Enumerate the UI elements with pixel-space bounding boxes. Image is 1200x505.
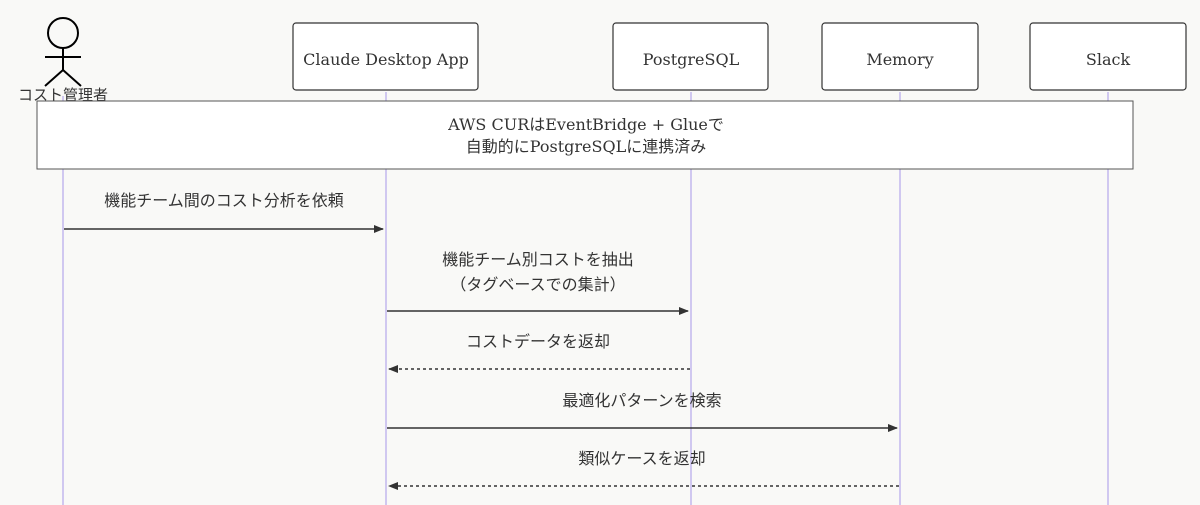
message-return-similar-cases: 類似ケースを返却 bbox=[388, 449, 899, 490]
message-extract-cost-label-1: 機能チーム別コストを抽出 bbox=[442, 250, 634, 269]
message-return-cost-data-label: コストデータを返却 bbox=[466, 332, 610, 351]
participant-postgresql-label: PostgreSQL bbox=[643, 50, 740, 69]
participant-slack-label: Slack bbox=[1086, 50, 1131, 69]
message-request-analysis: 機能チーム間のコスト分析を依頼 bbox=[64, 191, 384, 233]
participant-claude-label: Claude Desktop App bbox=[303, 50, 469, 69]
participant-memory: Memory bbox=[821, 22, 979, 91]
message-search-patterns: 最適化パターンを検索 bbox=[387, 391, 898, 432]
message-request-analysis-label: 機能チーム間のコスト分析を依頼 bbox=[104, 191, 344, 210]
actor-label: コスト管理者 bbox=[18, 86, 108, 104]
participant-memory-label: Memory bbox=[866, 50, 933, 69]
note: AWS CURはEventBridge + Glueで 自動的にPostgreS… bbox=[36, 100, 1134, 170]
participant-claude: Claude Desktop App bbox=[292, 22, 479, 91]
note-line-1: AWS CURはEventBridge + Glueで bbox=[447, 115, 724, 134]
message-search-patterns-label: 最適化パターンを検索 bbox=[562, 391, 721, 410]
message-return-similar-cases-label: 類似ケースを返却 bbox=[578, 449, 705, 468]
actor-icon bbox=[44, 17, 82, 87]
message-return-cost-data: コストデータを返却 bbox=[388, 332, 690, 373]
participant-postgresql: PostgreSQL bbox=[612, 22, 769, 91]
message-extract-cost: 機能チーム別コストを抽出 （タグベースでの集計） bbox=[387, 250, 689, 315]
message-extract-cost-label-2: （タグベースでの集計） bbox=[450, 275, 625, 294]
participant-slack: Slack bbox=[1029, 22, 1187, 91]
note-line-2: 自動的にPostgreSQLに連携済み bbox=[466, 137, 706, 156]
